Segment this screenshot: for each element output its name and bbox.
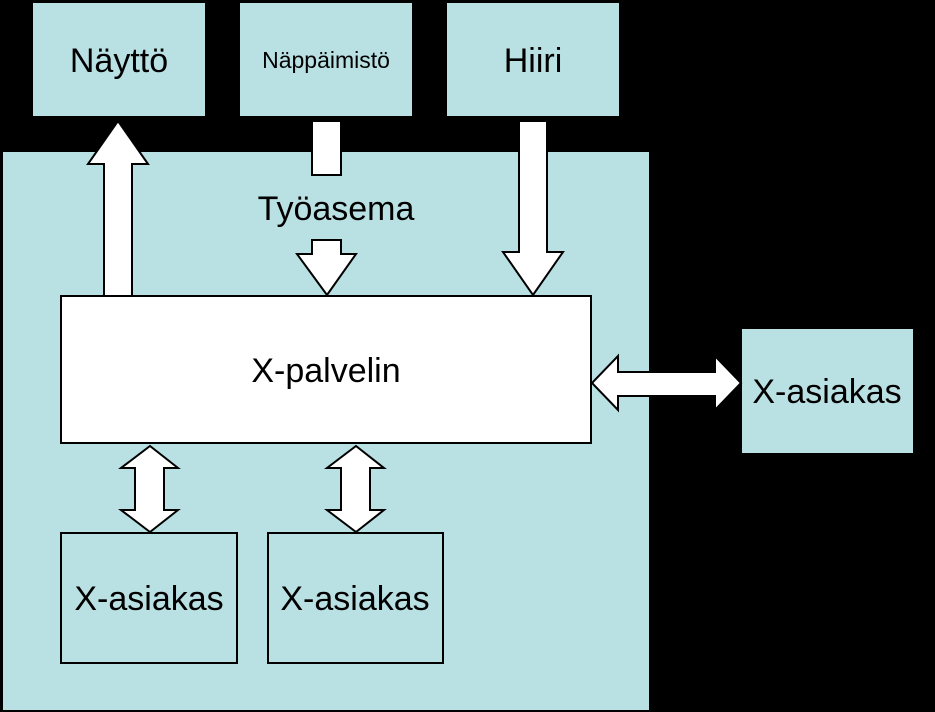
local-client-box-1 bbox=[60, 532, 238, 664]
display-box bbox=[31, 1, 207, 118]
display-label: Näyttö bbox=[70, 42, 168, 80]
arrow-server-remote-client bbox=[590, 353, 743, 413]
arrow-server-client-1 bbox=[118, 444, 181, 534]
local-client-label-2: X-asiakas bbox=[280, 580, 429, 618]
keyboard-label: Näppäimistö bbox=[262, 47, 390, 73]
workstation-label: Työasema bbox=[258, 190, 415, 228]
arrow-keyboard-to-server bbox=[295, 120, 358, 297]
remote-client-label: X-asiakas bbox=[752, 373, 901, 411]
server-box bbox=[60, 295, 592, 444]
mouse-label: Hiiri bbox=[504, 42, 563, 80]
local-client-box-2 bbox=[267, 532, 444, 664]
keyboard-box bbox=[238, 1, 414, 118]
server-label: X-palvelin bbox=[251, 352, 400, 390]
mouse-box bbox=[445, 1, 621, 118]
local-client-label-1: X-asiakas bbox=[74, 580, 223, 618]
arrow-mouse-to-server bbox=[501, 120, 565, 297]
arrow-server-client-2 bbox=[324, 444, 387, 534]
remote-client-box bbox=[740, 327, 915, 455]
arrow-server-to-display bbox=[86, 119, 150, 297]
